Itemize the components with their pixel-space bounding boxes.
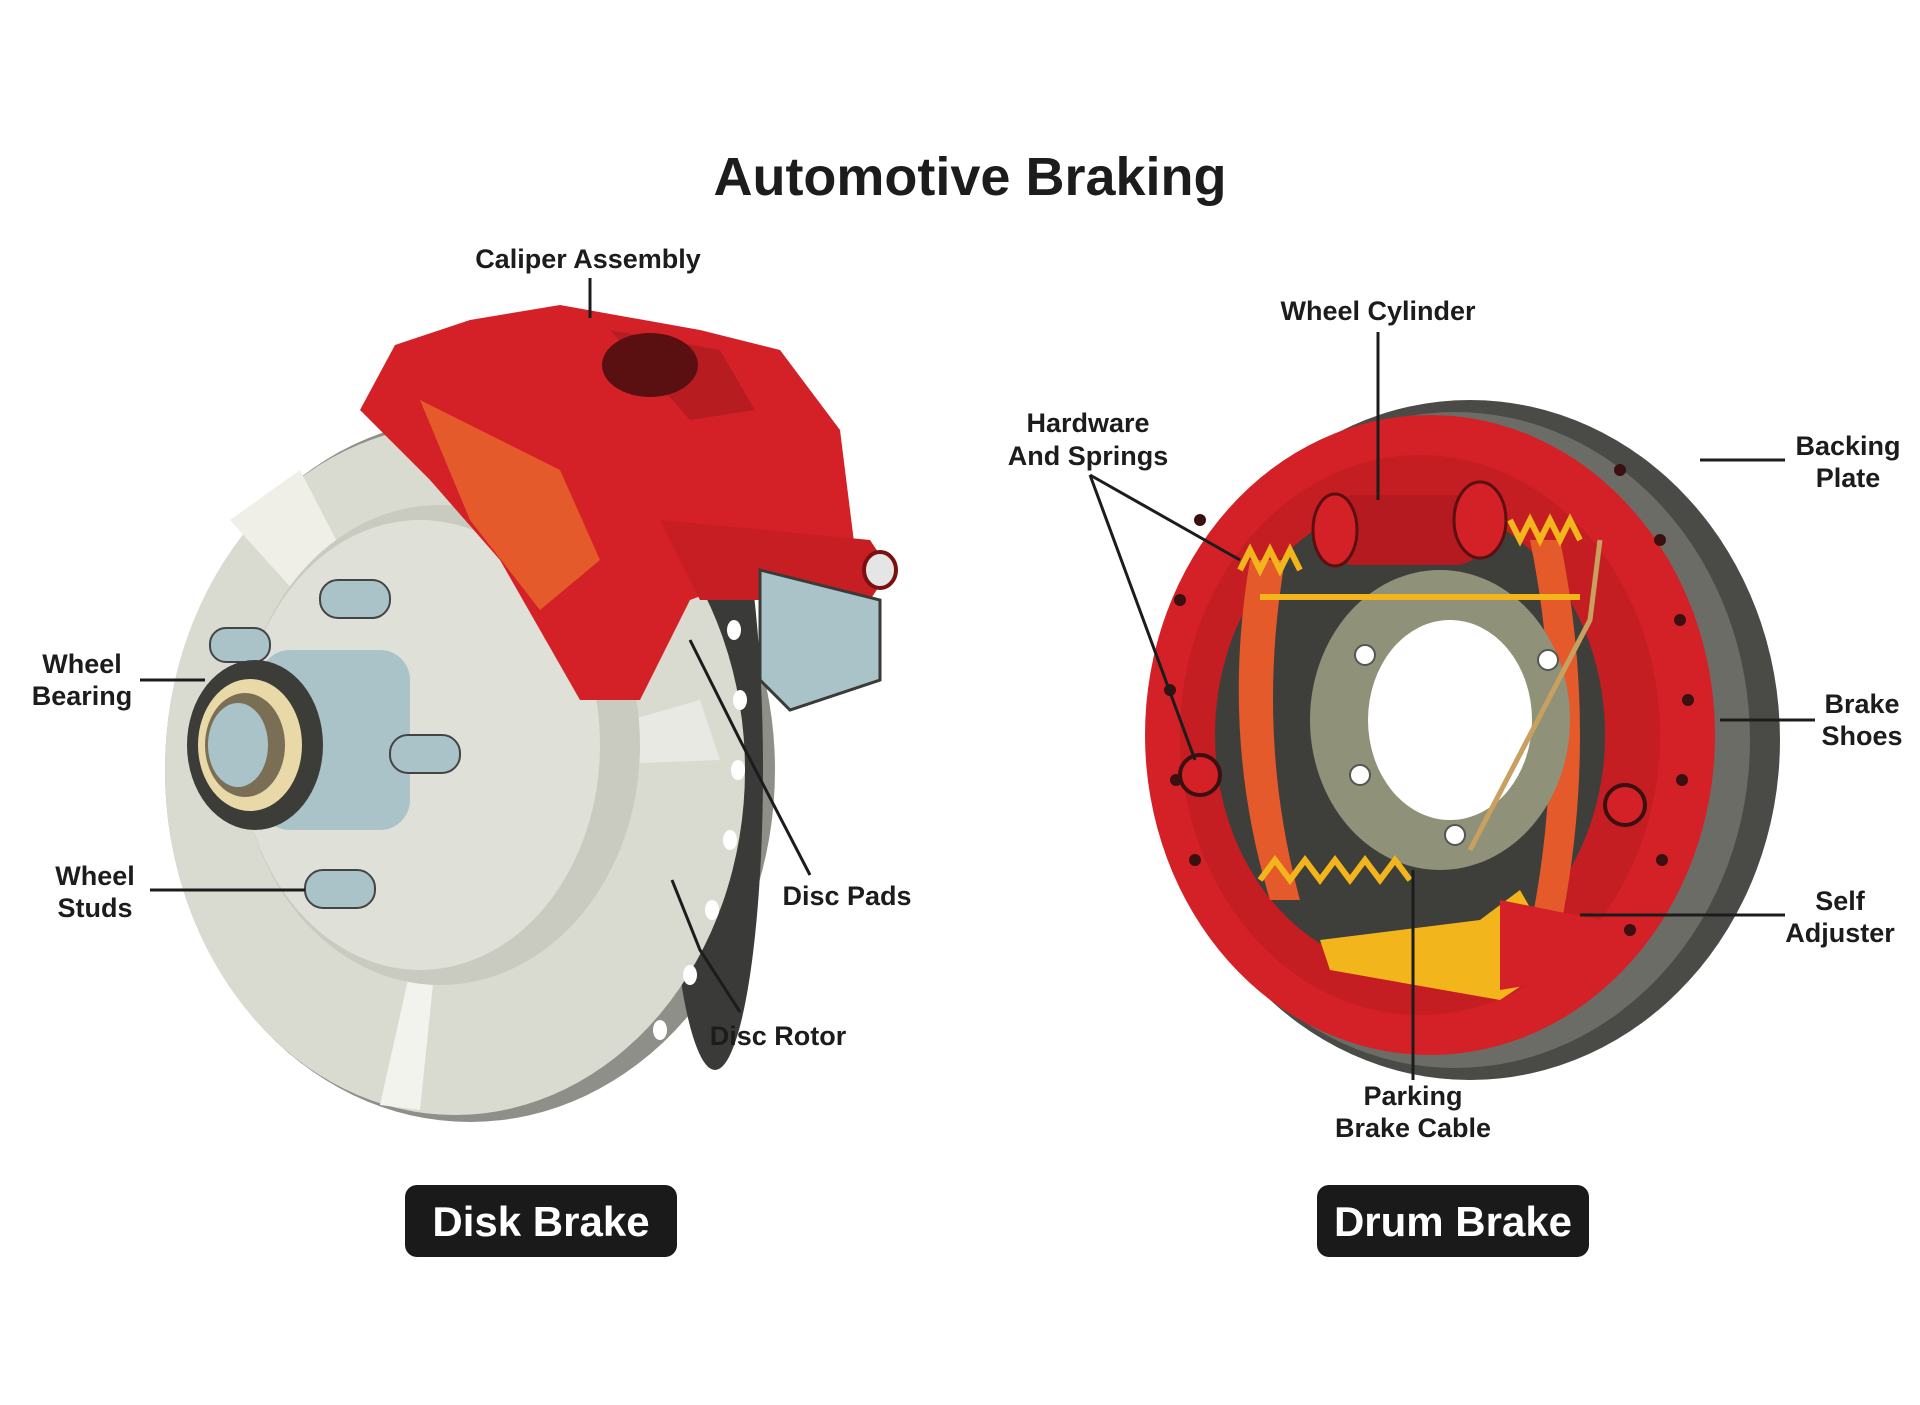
label-self-adjuster-line2: Adjuster bbox=[1785, 918, 1895, 948]
wheel-cylinder bbox=[1311, 480, 1508, 568]
diagram-title: Automotive Braking bbox=[713, 147, 1226, 207]
disk-brake-badge-label: Disk Brake bbox=[432, 1198, 649, 1245]
label-parking-brake-cable-line2: Brake Cable bbox=[1335, 1113, 1491, 1143]
label-self-adjuster-line1: Self bbox=[1815, 886, 1866, 916]
label-wheel-studs-line2: Studs bbox=[57, 893, 132, 923]
parking-brake-cable bbox=[1467, 539, 1603, 852]
label-hardware-springs-line1: Hardware bbox=[1026, 408, 1149, 438]
label-hardware-springs-line2: And Springs bbox=[1008, 441, 1169, 471]
label-backing-plate-line1: Backing bbox=[1795, 431, 1900, 461]
label-brake-shoes-line1: Brake bbox=[1824, 689, 1899, 719]
label-disc-pads: Disc Pads bbox=[782, 881, 911, 911]
label-wheel-bearing-line1: Wheel bbox=[42, 649, 122, 679]
disc-pad bbox=[758, 568, 882, 712]
drum-brake-illustration bbox=[1145, 400, 1780, 1080]
label-brake-shoes-line2: Shoes bbox=[1821, 721, 1902, 751]
caliper-assembly bbox=[360, 305, 898, 712]
disk-brake-illustration bbox=[165, 305, 898, 1122]
label-wheel-cylinder: Wheel Cylinder bbox=[1280, 296, 1476, 326]
label-caliper-assembly: Caliper Assembly bbox=[475, 244, 701, 274]
label-disc-rotor: Disc Rotor bbox=[710, 1021, 847, 1051]
drum-brake-badge-label: Drum Brake bbox=[1334, 1198, 1572, 1245]
disk-brake-badge bbox=[405, 1185, 677, 1257]
label-wheel-studs-line1: Wheel bbox=[55, 861, 135, 891]
label-parking-brake-cable-line1: Parking bbox=[1363, 1081, 1462, 1111]
wheel-studs-group bbox=[209, 579, 461, 909]
springs bbox=[1237, 513, 1583, 885]
drum-brake-badge bbox=[1317, 1185, 1589, 1257]
label-wheel-bearing-line2: Bearing bbox=[32, 681, 133, 711]
shoe-rivets bbox=[1164, 464, 1694, 936]
label-backing-plate-line2: Plate bbox=[1816, 463, 1881, 493]
